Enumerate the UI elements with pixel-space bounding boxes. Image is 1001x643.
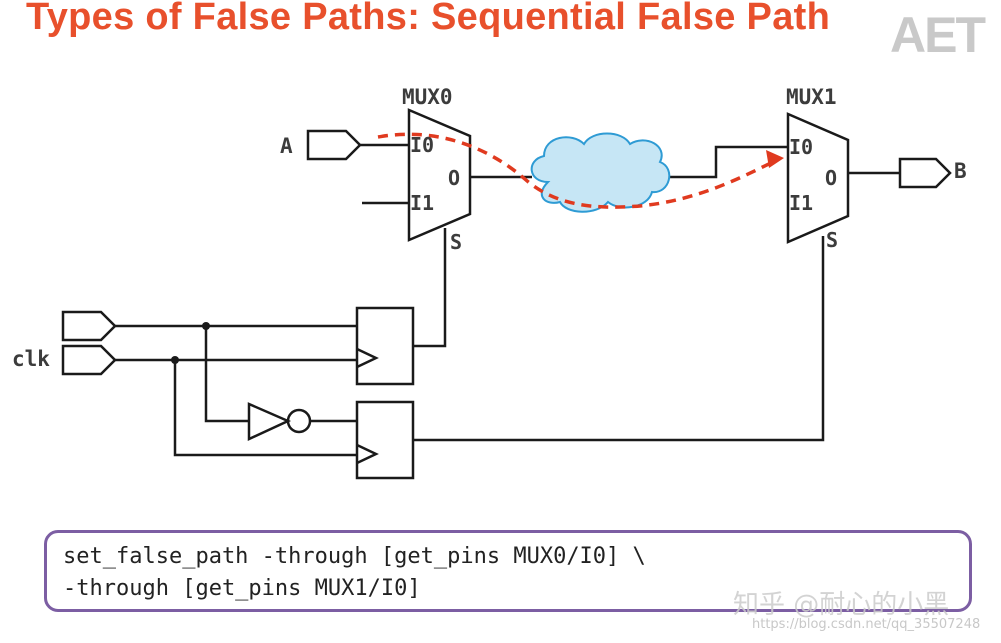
mux1-shape: [786, 112, 850, 244]
inverter-gate: [247, 402, 292, 441]
flip-flop-top: [355, 306, 415, 386]
page-title: Types of False Paths: Sequential False P…: [26, 0, 831, 38]
inverter-bubble: [286, 408, 312, 434]
false-path-arrowhead: [766, 150, 784, 168]
junction-dot: [171, 356, 179, 364]
junction-dot: [202, 322, 210, 330]
code-box: set_false_path -through [get_pins MUX0/I…: [44, 530, 972, 612]
mux1-label: MUX1: [786, 85, 837, 109]
cloud-logic: [530, 132, 671, 213]
input-port-a: [306, 129, 362, 161]
code-line-1: set_false_path -through [get_pins MUX0/I…: [63, 544, 646, 569]
clk-label: clk: [12, 347, 50, 371]
mux1-pin-o: O: [825, 166, 837, 190]
mux1-pin-i1: I1: [789, 191, 813, 215]
mux0-shape: [407, 108, 472, 242]
input-a-label: A: [280, 134, 293, 158]
output-b-label: B: [954, 159, 967, 183]
code-line-2: -through [get_pins MUX1/I0]: [63, 576, 421, 601]
flip-flop-bottom: [355, 400, 415, 480]
clk-port-1: [61, 310, 117, 342]
mux0-pin-s: S: [450, 230, 462, 254]
mux0-pin-i0: I0: [410, 133, 434, 157]
mux1-pin-i0: I0: [789, 135, 813, 159]
watermark-text: 知乎 @耐心的小黑: [733, 590, 950, 620]
mux0-label: MUX0: [402, 85, 453, 109]
logo: AET: [890, 7, 986, 63]
mux1-pin-s: S: [826, 228, 838, 252]
watermark-url: https://blog.csdn.net/qq_35507248: [752, 617, 981, 632]
mux0-pin-o: O: [448, 166, 460, 190]
mux0-pin-i1: I1: [410, 191, 434, 215]
clk-port-2: [61, 344, 117, 376]
false-path-dashed: [377, 132, 780, 209]
output-port-b: [898, 157, 952, 189]
